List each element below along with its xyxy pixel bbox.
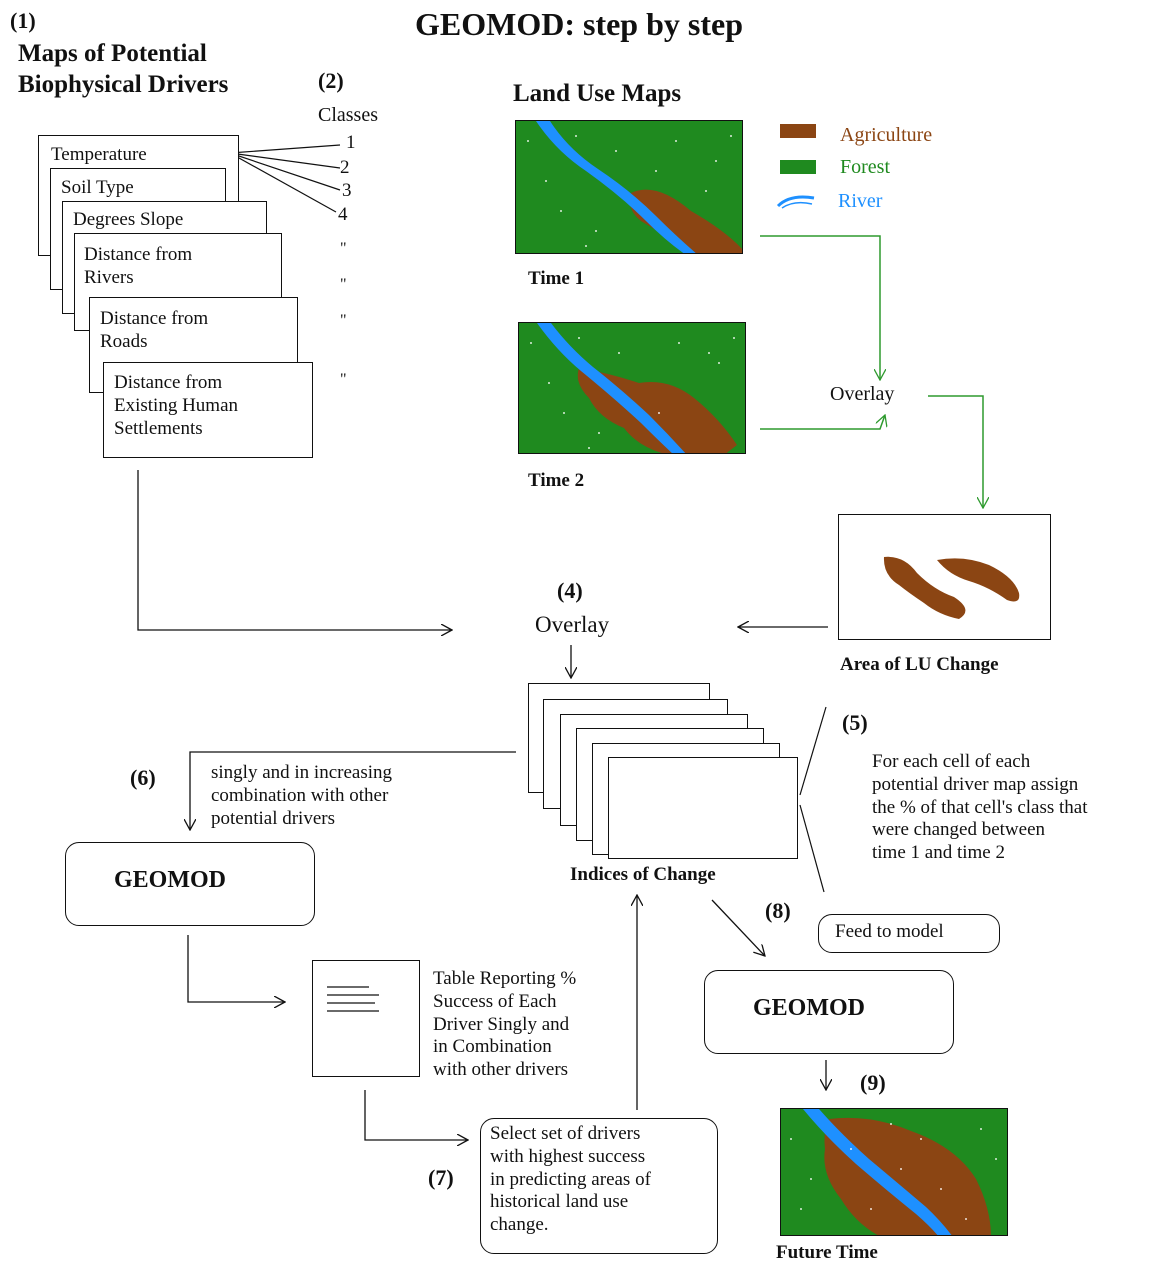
- driver-map-label: Distance from Existing Human Settlements: [114, 372, 239, 439]
- arrow-time1-to-overlay: [760, 235, 880, 380]
- legend-river: River: [838, 190, 883, 212]
- legend-agriculture: Agriculture: [840, 124, 933, 146]
- page-title: GEOMOD: step by step: [415, 6, 743, 42]
- geomod-label: GEOMOD: [114, 867, 226, 893]
- driver-map-label: Degrees Slope: [73, 209, 184, 230]
- feed-to-model-label: Feed to model: [835, 921, 944, 942]
- table-document-icon: [312, 960, 420, 1077]
- area-lu-change-label: Area of LU Change: [840, 654, 999, 675]
- overlay-label-top: Overlay: [830, 383, 895, 405]
- arrow-indices-to-geomod: [190, 751, 516, 830]
- step-label-5: (5): [842, 710, 868, 735]
- select-drivers-text: Select set of drivers with highest succe…: [490, 1123, 651, 1236]
- step-label-7: (7): [428, 1165, 454, 1190]
- ditto-mark: ": [340, 276, 347, 293]
- river-swatch-icon: [776, 195, 815, 209]
- time2-label: Time 2: [528, 470, 585, 491]
- step5-description: For each cell of each potential driver m…: [872, 751, 1088, 864]
- drivers-heading-line1: Maps of Potential: [18, 40, 207, 67]
- driver-map-distance-settlements: Distance from Existing Human Settlements: [103, 362, 313, 458]
- ditto-mark: ": [340, 371, 347, 388]
- step6-description: singly and in increasing combination wit…: [211, 762, 392, 829]
- step-label-6: (6): [130, 765, 156, 790]
- ditto-mark: ": [340, 312, 347, 329]
- ditto-mark: ": [340, 240, 347, 257]
- driver-map-label: Soil Type: [61, 177, 134, 198]
- step-label-9: (9): [860, 1070, 886, 1095]
- step-label-2: (2): [318, 68, 344, 93]
- arrow-drivers-to-overlay: [137, 470, 452, 630]
- driver-map-label: Distance from Roads: [100, 308, 209, 352]
- arrow-table-to-select: [364, 1090, 468, 1140]
- indices-label: Indices of Change: [570, 864, 716, 885]
- arrow-time2-to-overlay: [760, 415, 885, 430]
- step-label-8: (8): [765, 898, 791, 923]
- geomod-prediction-box: GEOMOD: [704, 970, 954, 1054]
- legend-forest: Forest: [840, 156, 890, 178]
- driver-map-label: Temperature: [51, 144, 147, 165]
- class-number: 1: [346, 132, 356, 153]
- table-description: Table Reporting % Success of Each Driver…: [433, 968, 577, 1081]
- step-label-1: (1): [10, 8, 36, 33]
- class-number: 2: [340, 157, 350, 178]
- map-time1: [515, 120, 743, 254]
- geomod-label: GEOMOD: [753, 995, 865, 1021]
- time1-label: Time 1: [528, 268, 585, 289]
- class-number: 4: [338, 204, 348, 225]
- forest-swatch: [780, 160, 816, 174]
- step-label-4: (4): [557, 578, 583, 603]
- agriculture-swatch: [780, 124, 816, 138]
- map-future: [780, 1108, 1008, 1236]
- overlay-label-center: Overlay: [535, 612, 610, 637]
- class-number: 3: [342, 180, 352, 201]
- future-time-label: Future Time: [776, 1242, 878, 1263]
- land-use-heading: Land Use Maps: [513, 80, 682, 107]
- driver-map-label: Distance from Rivers: [84, 244, 193, 288]
- feed-to-model-box: Feed to model: [818, 914, 1000, 953]
- index-map: [608, 757, 798, 859]
- map-lu-change: [838, 514, 1051, 640]
- arrow-indices-to-geomod2: [711, 899, 765, 956]
- class-lines: [229, 144, 341, 213]
- arrow-overlay-to-change: [928, 395, 983, 508]
- classes-label: Classes: [318, 104, 378, 126]
- select-drivers-box: Select set of drivers with highest succe…: [480, 1118, 718, 1254]
- arrow-geomod-to-table: [187, 935, 285, 1002]
- map-time2: [518, 322, 746, 454]
- geomod-calibration-box: GEOMOD: [65, 842, 315, 926]
- drivers-heading-line2: Biophysical Drivers: [18, 71, 229, 98]
